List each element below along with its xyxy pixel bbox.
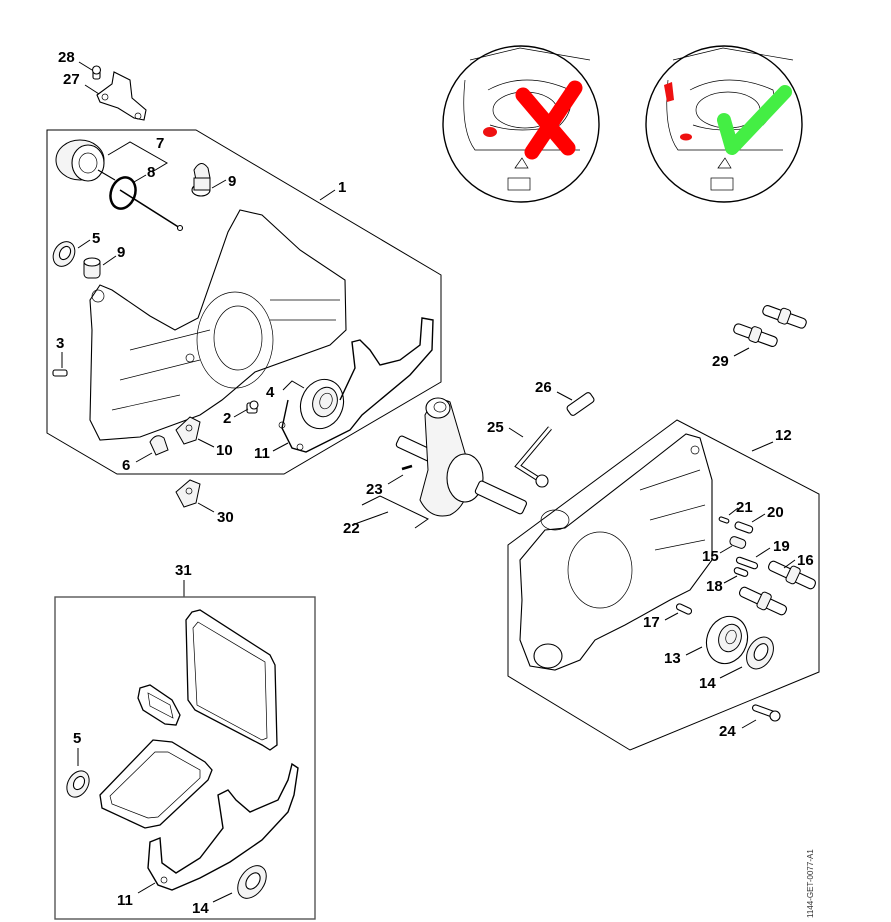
callout-14-kit[interactable]: 14 (192, 900, 209, 917)
part-9-damper-lower[interactable] (83, 257, 101, 279)
part-11-gasket[interactable] (278, 317, 434, 453)
callout-14-upper[interactable]: 14 (699, 675, 716, 692)
callout-4[interactable]: 4 (266, 384, 275, 401)
part-15-sleeve[interactable] (729, 536, 747, 550)
callout-10[interactable]: 10 (216, 442, 233, 459)
part-cylinder-gasket-large[interactable] (185, 609, 278, 751)
part-24-screw[interactable] (751, 704, 781, 722)
inset-incorrect (442, 45, 600, 203)
part-12-crankcase-right[interactable] (519, 433, 713, 671)
part-4-ball-bearing[interactable] (294, 373, 351, 434)
part-23-key[interactable] (401, 464, 413, 471)
part-26-fitting[interactable] (566, 391, 595, 416)
callout-27[interactable]: 27 (63, 71, 80, 88)
part-3-screw[interactable] (52, 369, 68, 377)
callout-16[interactable]: 16 (797, 552, 814, 569)
callout-13[interactable]: 13 (664, 650, 681, 667)
callout-11-kit[interactable]: 11 (117, 892, 133, 909)
document-id: 1144-GET-0077-A1 (806, 849, 815, 918)
inset-correct (645, 45, 803, 203)
callout-12[interactable]: 12 (775, 427, 792, 444)
part-30-clip[interactable] (175, 479, 201, 508)
callout-25[interactable]: 25 (487, 419, 504, 436)
callout-20[interactable]: 20 (767, 504, 784, 521)
part-8-o-ring[interactable] (106, 174, 139, 212)
group-12-boundary (507, 419, 820, 751)
callout-9-upper[interactable]: 9 (228, 173, 236, 190)
callout-15[interactable]: 15 (702, 548, 719, 565)
callout-30[interactable]: 30 (217, 509, 234, 526)
callout-5-kit[interactable]: 5 (73, 730, 81, 747)
callout-1[interactable]: 1 (338, 179, 346, 196)
part-2-sleeve[interactable] (246, 400, 259, 414)
callout-17[interactable]: 17 (643, 614, 660, 631)
callout-5-top[interactable]: 5 (92, 230, 100, 247)
part-29-studs[interactable] (733, 304, 808, 347)
callout-24[interactable]: 24 (719, 723, 736, 740)
group-1-boundary (46, 129, 442, 475)
part-9-damper-upper[interactable] (191, 163, 211, 197)
part-base-gasket[interactable] (99, 739, 213, 829)
callout-7[interactable]: 7 (156, 135, 164, 152)
callout-19[interactable]: 19 (773, 538, 790, 555)
part-6-plug[interactable] (149, 435, 169, 456)
callout-11-upper[interactable]: 11 (254, 445, 270, 462)
part-18-stud[interactable] (733, 567, 749, 577)
group-31-boundary (54, 596, 316, 920)
callout-26[interactable]: 26 (535, 379, 552, 396)
check-mark-icon (717, 85, 792, 155)
callout-31[interactable]: 31 (175, 562, 192, 579)
callout-28[interactable]: 28 (58, 49, 75, 66)
callout-21[interactable]: 21 (736, 499, 753, 516)
part-20-stud[interactable] (734, 521, 754, 534)
part-14-oil-seal-kit[interactable] (232, 860, 272, 903)
part-7-oil-pump[interactable] (55, 139, 116, 182)
part-14-oil-seal[interactable] (741, 632, 779, 673)
callout-6[interactable]: 6 (122, 457, 130, 474)
part-22-crankshaft[interactable] (395, 397, 527, 517)
callout-29[interactable]: 29 (712, 353, 729, 370)
callout-3[interactable]: 3 (56, 335, 64, 352)
marker-wrong (483, 127, 497, 137)
part-5-oil-seal-kit[interactable] (62, 767, 93, 801)
marker-correct-upper (664, 82, 674, 102)
part-27-bracket[interactable] (96, 71, 147, 121)
part-5-oil-seal[interactable] (49, 238, 79, 271)
part-13-bearing[interactable] (700, 611, 754, 670)
part-1-crankcase-left[interactable] (89, 209, 347, 441)
callout-9-lower[interactable]: 9 (117, 244, 125, 261)
cross-mark-icon (515, 80, 583, 160)
part-16-studs[interactable] (738, 560, 817, 616)
callout-22[interactable]: 22 (343, 520, 360, 537)
part-28-screw[interactable] (91, 65, 102, 80)
callout-18[interactable]: 18 (706, 578, 723, 595)
callout-2[interactable]: 2 (223, 410, 231, 427)
part-10-clip[interactable] (175, 416, 201, 445)
part-21-pin[interactable] (718, 516, 730, 524)
marker-correct-lower (680, 133, 692, 141)
callout-8[interactable]: 8 (147, 164, 155, 181)
part-11-gasket-kit[interactable] (147, 762, 299, 891)
part-25-oil-tube[interactable] (514, 426, 552, 488)
part-17-stud[interactable] (675, 603, 693, 615)
part-muffler-gasket[interactable] (137, 684, 181, 726)
callout-23[interactable]: 23 (366, 481, 383, 498)
part-19-stud[interactable] (735, 556, 759, 570)
